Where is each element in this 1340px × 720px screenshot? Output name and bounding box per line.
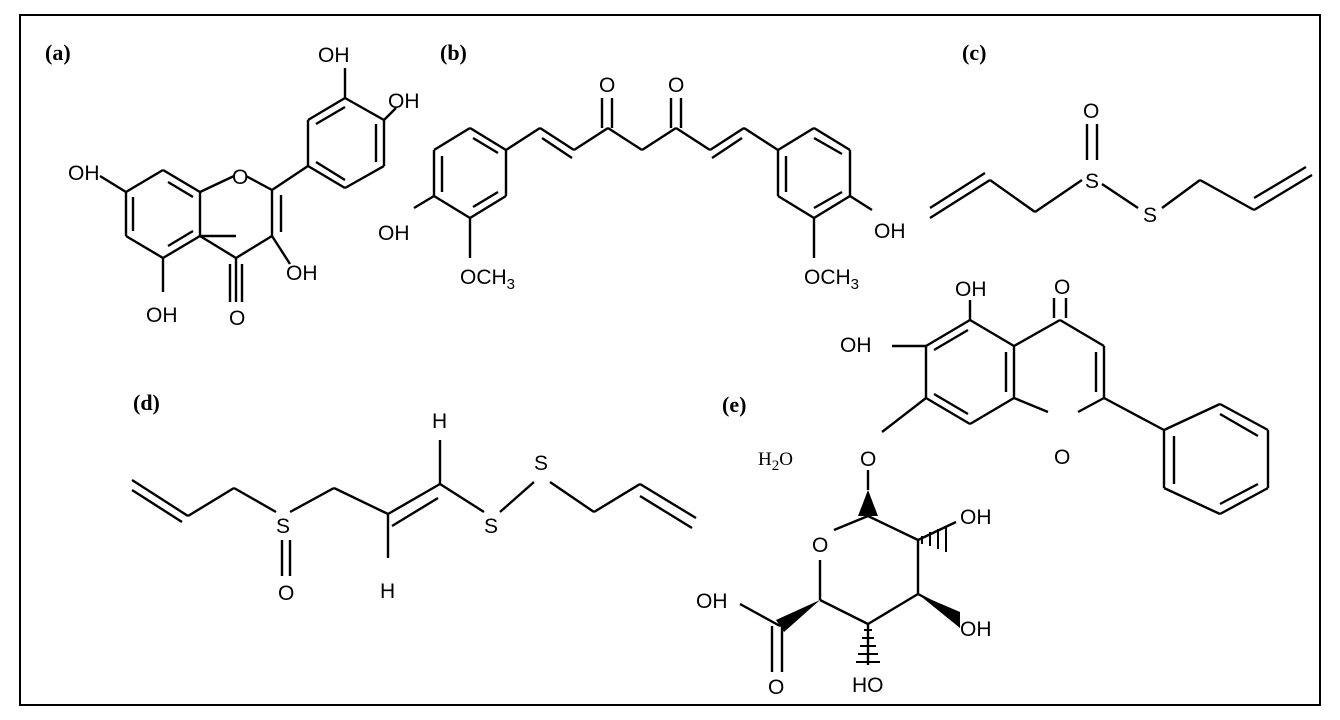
atom-oh-3: OH (286, 262, 318, 285)
atom-s1: S (1085, 170, 1099, 193)
atom-s-oxide: S (276, 515, 290, 538)
structure-e-wedges (776, 490, 960, 663)
atom-s1: S (484, 515, 498, 538)
atom-oh-6: OH (840, 334, 872, 357)
structure-c-allicin: (c) O S S (929, 40, 1313, 227)
atom-oh-right: OH (874, 220, 906, 243)
hash-bond-c4 (856, 629, 880, 663)
atom-s2: S (534, 452, 548, 475)
atom-carbonyl-o1: O (599, 74, 615, 97)
atom-carbonyl-o: O (1054, 276, 1070, 299)
water-label: H2O (758, 449, 793, 474)
atom-oh-3: OH (960, 618, 992, 641)
atom-acid-oh: OH (696, 590, 728, 613)
atom-acid-o: O (768, 676, 784, 699)
atom-ring-o: O (232, 166, 248, 189)
atom-ho-4: HO (852, 674, 884, 697)
structure-d-bonds (131, 440, 697, 576)
atom-sulfoxide-o: O (1083, 100, 1099, 123)
atom-methoxy-right: OCH3 (804, 266, 859, 293)
atom-carbonyl-o2: O (668, 74, 684, 97)
atom-oh-4prime: OH (388, 90, 420, 113)
atom-carbonyl-o: O (229, 307, 245, 330)
figure-border (19, 14, 1321, 706)
atom-oh-3prime: OH (318, 44, 350, 67)
atom-oh-5: OH (955, 278, 987, 301)
atom-oh-7: OH (68, 162, 100, 185)
structure-b-bonds (413, 98, 873, 258)
atom-glycosidic-o: O (860, 448, 876, 471)
atom-oh-5: OH (146, 304, 178, 327)
atom-h-bottom: H (380, 580, 395, 603)
structure-a-bonds (99, 68, 397, 302)
panel-label-a: (a) (45, 40, 71, 65)
structure-a-quercetin: (a) (45, 40, 420, 330)
atom-h-top: H (432, 410, 447, 433)
structure-c-bonds (929, 124, 1313, 220)
structure-d-ajoene: (d) H H S O S S (131, 390, 697, 605)
atom-methoxy-left: OCH3 (460, 266, 515, 293)
atom-oh-left: OH (378, 222, 410, 245)
atom-s2: S (1143, 204, 1157, 227)
atom-sugar-ring-o: O (812, 534, 828, 557)
panel-label-e: (e) (722, 392, 746, 417)
panel-label-b: (b) (440, 40, 467, 65)
atom-pyranone-o: O (1054, 446, 1070, 469)
structure-e-bonds (739, 298, 1270, 672)
structure-b-curcumin: (b) (378, 40, 906, 293)
panel-label-d: (d) (133, 390, 160, 415)
atom-oh-2: OH (960, 506, 992, 529)
panel-label-c: (c) (962, 40, 986, 65)
atom-oxide-o: O (278, 582, 294, 605)
structure-e-baicalin: (e) H2O (696, 276, 1270, 699)
hash-bond-c2 (921, 526, 947, 552)
